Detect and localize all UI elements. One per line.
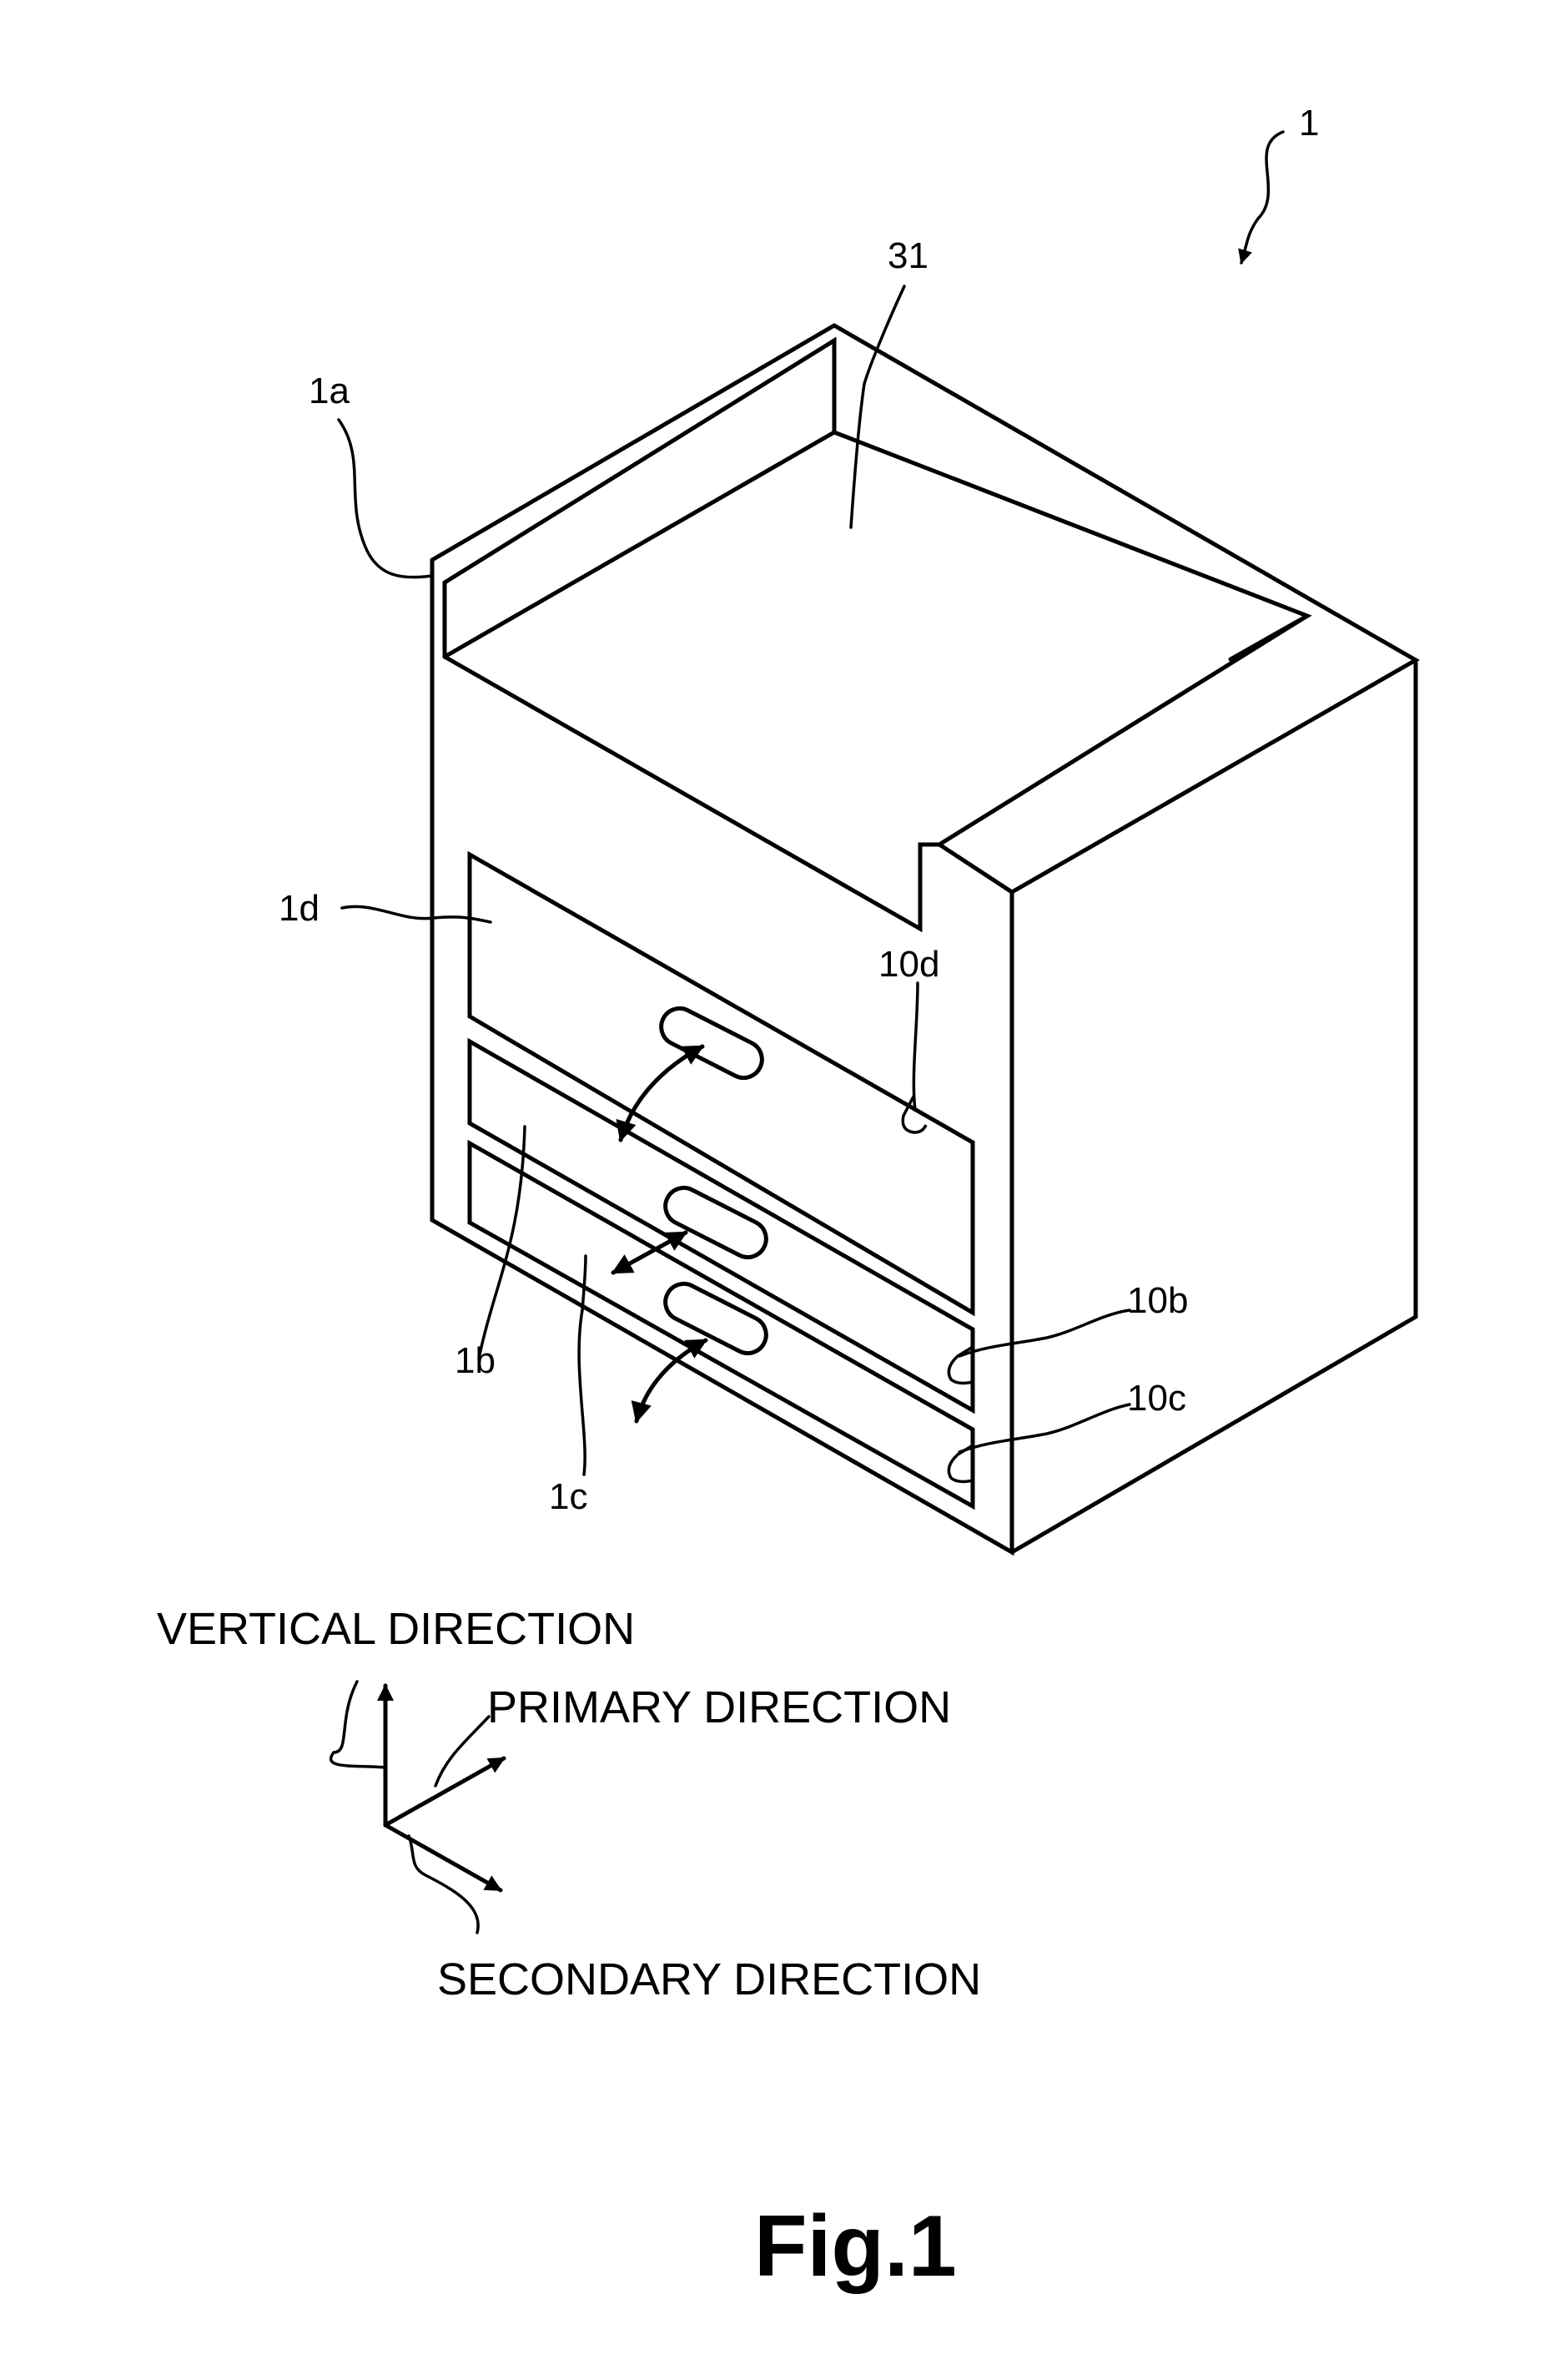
lower-drawer-grip	[659, 1278, 772, 1359]
pull-arrow-lower	[637, 1340, 706, 1421]
middle-drawer-grip	[659, 1182, 772, 1263]
ref-label-10c: 10c	[1127, 1378, 1186, 1419]
ref-label-1: 1	[1299, 103, 1319, 144]
ref-label-1a: 1a	[309, 371, 350, 411]
secondary-direction-label: SECONDARY DIRECTION	[437, 1954, 981, 2004]
ref-label-31: 31	[888, 235, 929, 276]
middle-drawer	[470, 1041, 973, 1410]
figure-caption: Fig.1	[754, 2198, 957, 2295]
ref-label-1b: 1b	[455, 1340, 496, 1381]
ref-label-1d: 1d	[279, 888, 320, 929]
vertical-direction-label: VERTICAL DIRECTION	[157, 1604, 635, 1654]
primary-direction-label: PRIMARY DIRECTION	[487, 1682, 951, 1732]
ref-label-10b: 10b	[1127, 1280, 1188, 1321]
pull-arrow-middle	[613, 1233, 686, 1273]
ref-label-1c: 1c	[549, 1476, 587, 1517]
axis-triad	[385, 1686, 504, 1890]
lower-drawer	[470, 1143, 973, 1506]
secondary-axis-arrow	[385, 1825, 501, 1890]
leader-lines	[331, 132, 1283, 1933]
pull-arrow-upper	[621, 1046, 702, 1140]
ref-label-10d: 10d	[878, 944, 939, 985]
